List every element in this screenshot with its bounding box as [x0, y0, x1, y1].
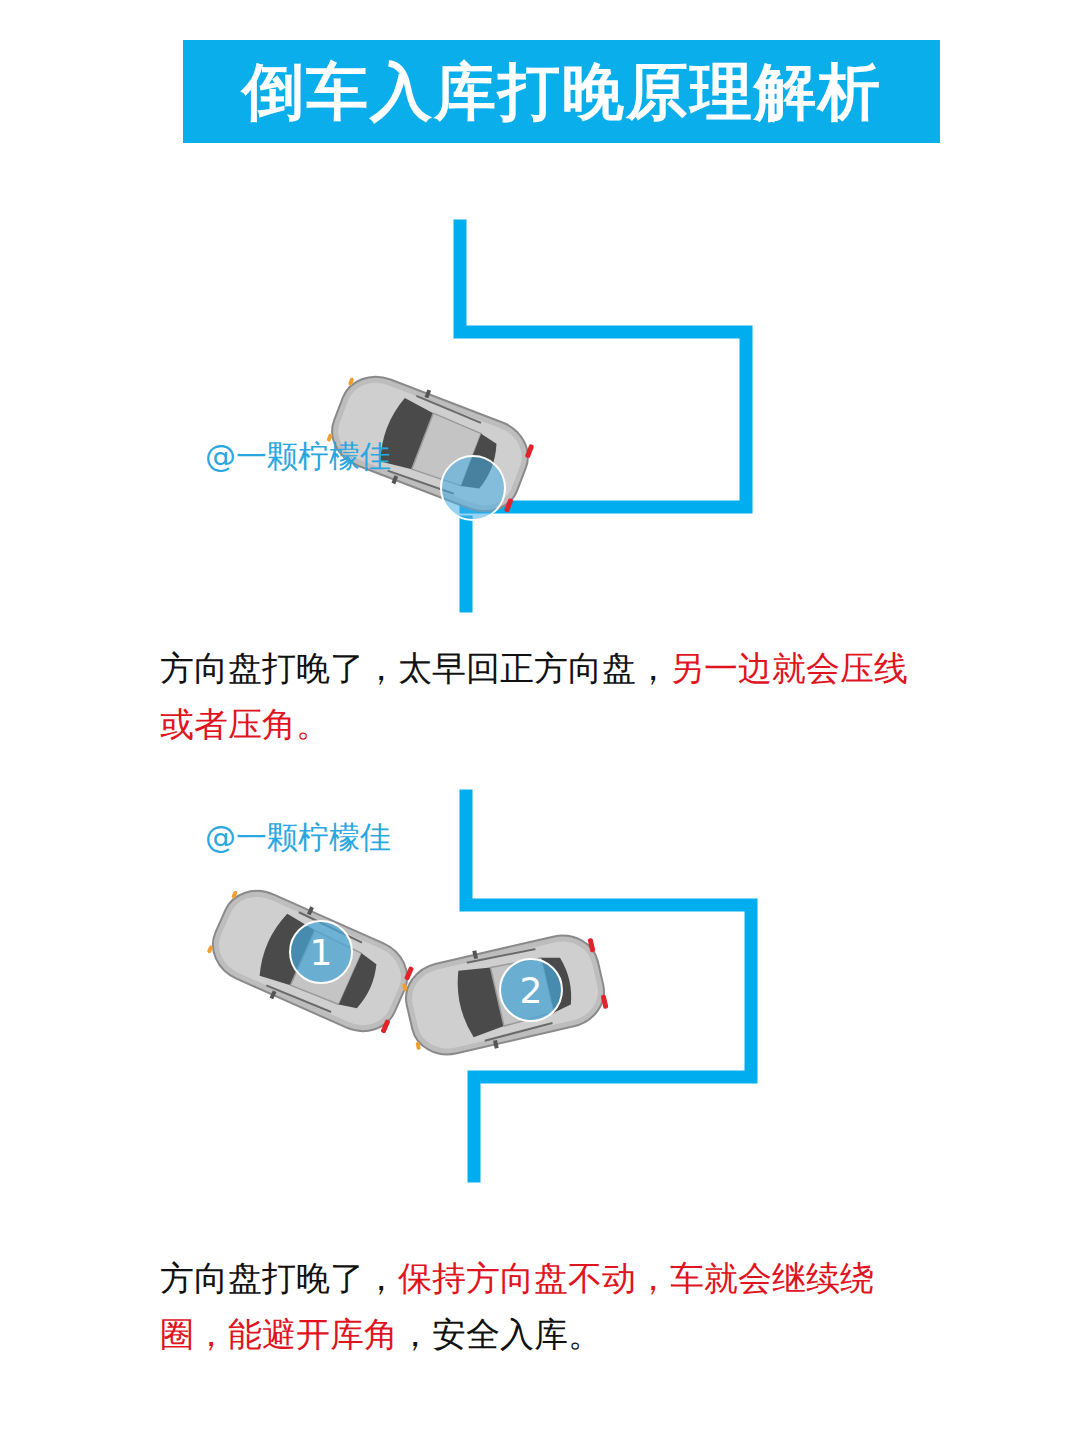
- caption-text: 方向盘打晚了，: [160, 1258, 398, 1298]
- caption-text: ，安全入库。: [398, 1314, 602, 1354]
- callout-circle: 1: [289, 920, 353, 984]
- caption: 方向盘打晚了，保持方向盘不动，车就会继续绕圈，能避开库角，安全入库。: [160, 1250, 930, 1362]
- title-band: 倒车入库打晚原理解析: [183, 40, 940, 143]
- watermark: @一颗柠檬佳: [205, 436, 391, 478]
- callout-number: 2: [520, 970, 543, 1011]
- title-text: 倒车入库打晚原理解析: [242, 50, 882, 134]
- watermark: @一颗柠檬佳: [205, 817, 391, 859]
- caption-text: 方向盘打晚了，太早回正方向盘，: [160, 648, 670, 688]
- caption: 方向盘打晚了，太早回正方向盘，另一边就会压线或者压角。: [160, 640, 930, 752]
- callout-number: 1: [310, 932, 333, 973]
- callout-circle: 2: [499, 958, 563, 1022]
